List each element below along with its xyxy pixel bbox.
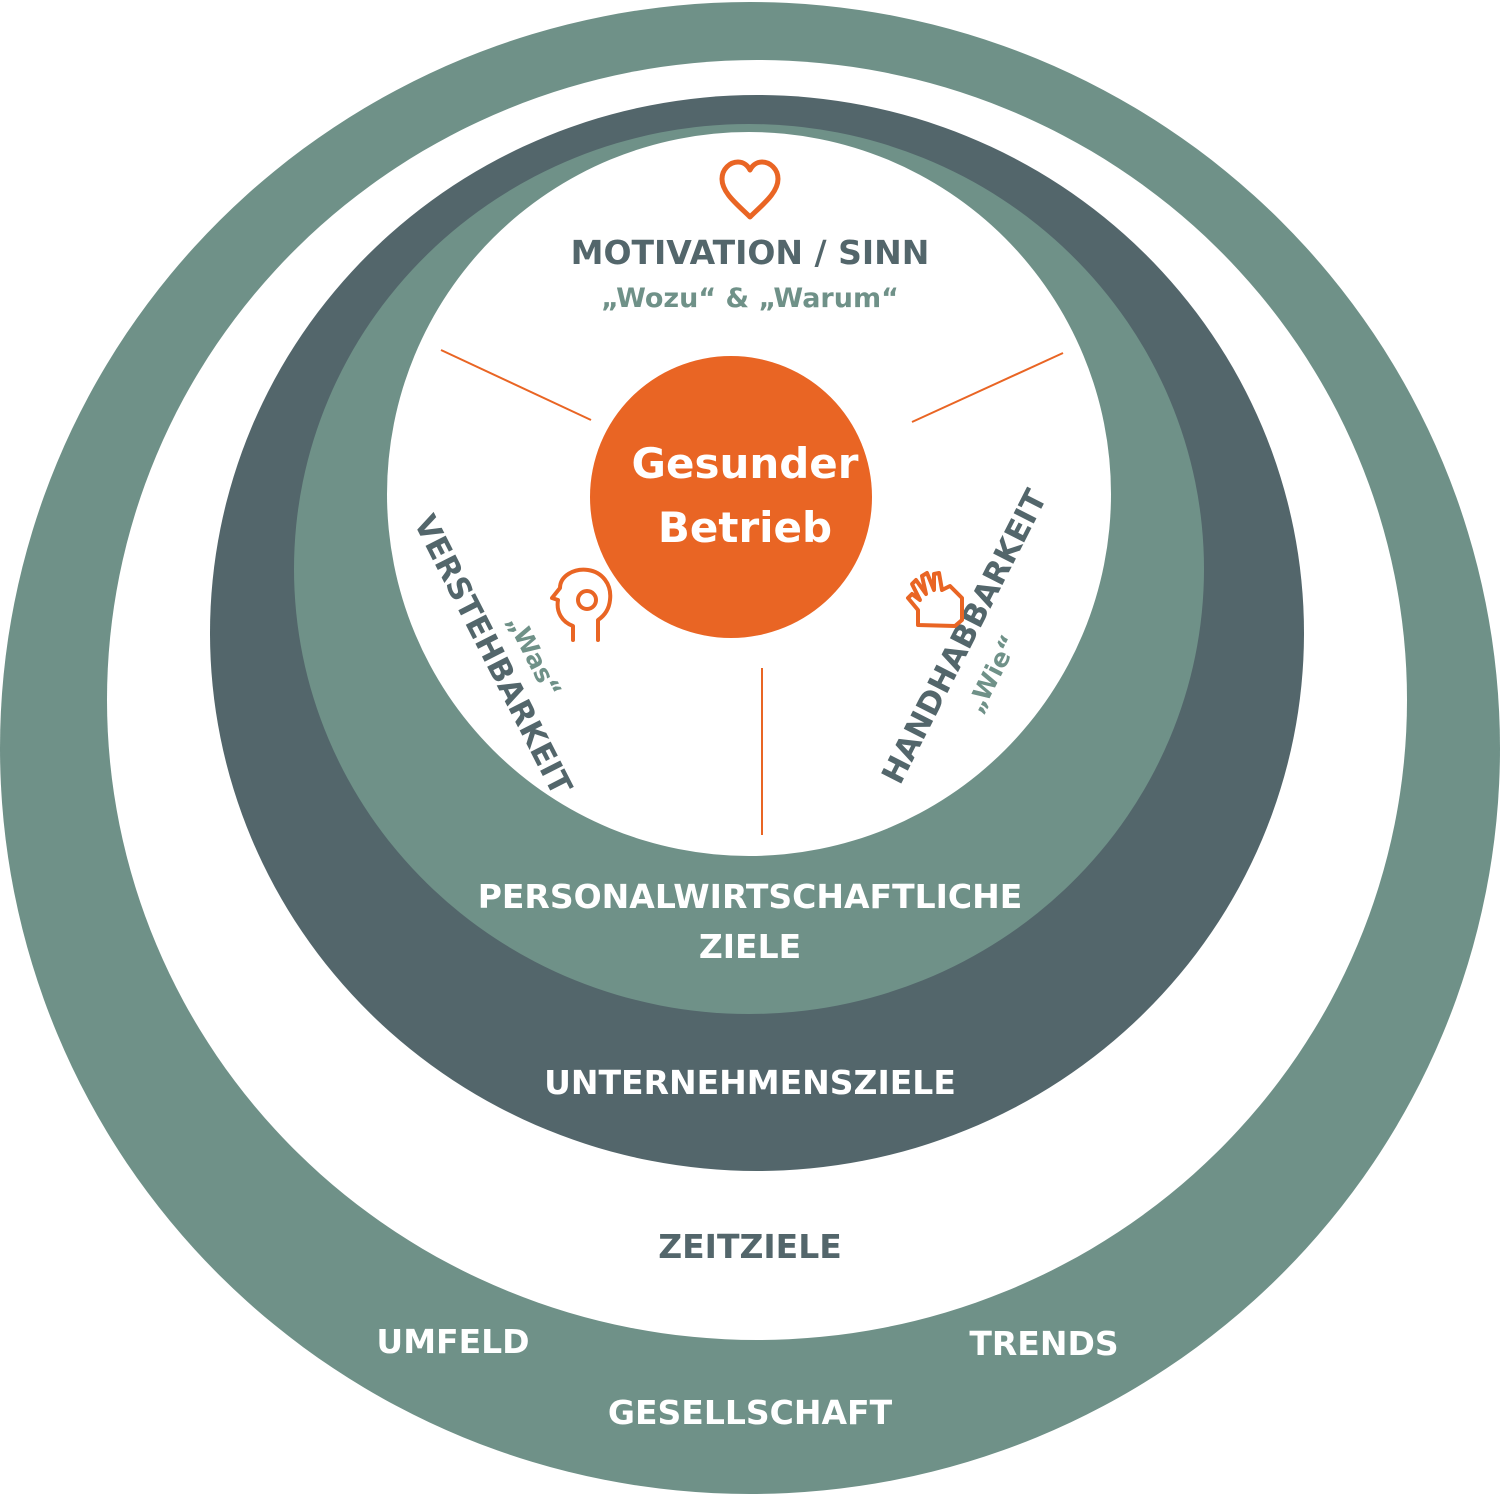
motivation-title: MOTIVATION / SINN — [571, 233, 930, 272]
center-circle — [590, 356, 872, 638]
umfeld-label: UMFELD — [376, 1322, 529, 1361]
heart-icon — [719, 159, 781, 220]
divider-line-right — [911, 352, 1064, 423]
hand-icon — [906, 571, 964, 628]
personal-goals-line1: PERSONALWIRTSCHAFTLICHE — [478, 877, 1023, 916]
time-goals-label: ZEITZIELE — [658, 1227, 842, 1266]
head-thinking-icon — [550, 567, 613, 642]
motivation-subtitle: „Wozu“ & „Warum“ — [601, 283, 899, 314]
trends-label: TRENDS — [969, 1324, 1118, 1363]
company-goals-label: UNTERNEHMENSZIELE — [544, 1063, 956, 1102]
center-title-line2: Betrieb — [658, 503, 832, 552]
divider-line-left — [440, 349, 592, 421]
center-title-line1: Gesunder — [631, 439, 858, 488]
gesellschaft-label: GESELLSCHAFT — [608, 1393, 893, 1432]
personal-goals-line2: ZIELE — [699, 927, 801, 966]
